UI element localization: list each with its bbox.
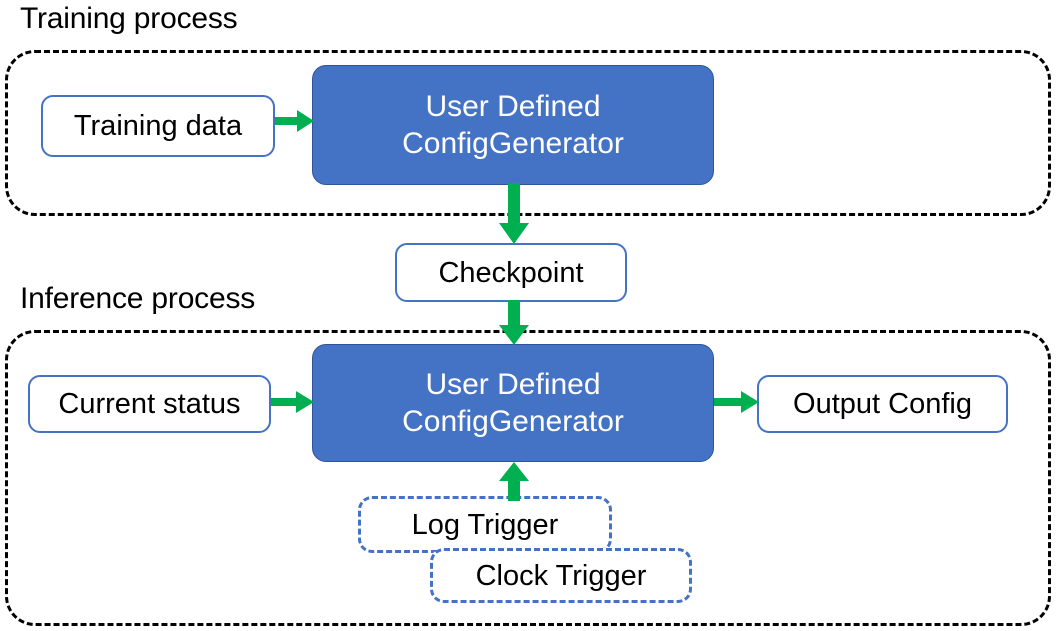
training-process-title: Training process [20,2,238,35]
arrow-current-status-to-process-icon [271,389,315,415]
node-training-config-generator[interactable]: User Defined ConfigGenerator [312,65,714,185]
node-training-config-generator-line2: ConfigGenerator [402,127,624,160]
arrow-trigger-to-process-icon [497,462,531,502]
node-inference-config-generator[interactable]: User Defined ConfigGenerator [312,344,714,462]
node-training-config-generator-line1: User Defined [425,90,601,123]
node-checkpoint[interactable]: Checkpoint [395,243,627,302]
arrow-training-data-to-process-icon [275,108,315,134]
arrow-process-to-checkpoint-icon [497,183,531,245]
node-output-config[interactable]: Output Config [757,375,1008,433]
inference-process-group [5,330,1051,626]
node-current-status[interactable]: Current status [28,375,271,433]
arrow-process-to-output-config-icon [714,389,760,415]
inference-process-title: Inference process [20,282,256,315]
node-inference-config-generator-line1: User Defined [425,368,601,401]
node-inference-config-generator-line2: ConfigGenerator [402,405,624,438]
node-training-data[interactable]: Training data [41,95,275,157]
node-clock-trigger[interactable]: Clock Trigger [430,548,692,603]
arrow-checkpoint-to-process-icon [497,300,531,346]
training-process-group [5,50,1051,216]
node-log-trigger[interactable]: Log Trigger [358,496,612,553]
